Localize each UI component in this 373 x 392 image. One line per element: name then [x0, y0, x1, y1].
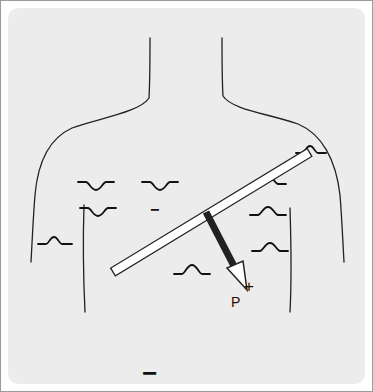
- wave-label: P: [231, 295, 240, 309]
- lead-axis: [111, 149, 312, 276]
- polarity-sign: +: [244, 278, 254, 295]
- arrow-shaft: [206, 212, 236, 270]
- p-wave-small: [38, 237, 72, 244]
- right-outline: [222, 38, 344, 262]
- polarity-sign: −: [142, 360, 157, 386]
- background-panel: [8, 8, 365, 384]
- lead-axis-bar: [111, 149, 312, 276]
- torso-outline: [31, 38, 344, 312]
- p-wave-negative: [142, 182, 178, 190]
- p-wave-positive: [252, 243, 288, 251]
- p-wave-positive: [250, 207, 286, 215]
- left-flank: [83, 205, 85, 312]
- left-outline: [31, 38, 150, 262]
- p-wave-small: [296, 146, 326, 153]
- right-flank: [290, 208, 291, 312]
- p-wave-positive: [174, 265, 210, 274]
- p-wave-negative: [80, 208, 116, 216]
- p-wave-negative: [78, 182, 114, 190]
- p-vector-arrow: [206, 212, 247, 290]
- polarity-sign: −: [150, 202, 159, 218]
